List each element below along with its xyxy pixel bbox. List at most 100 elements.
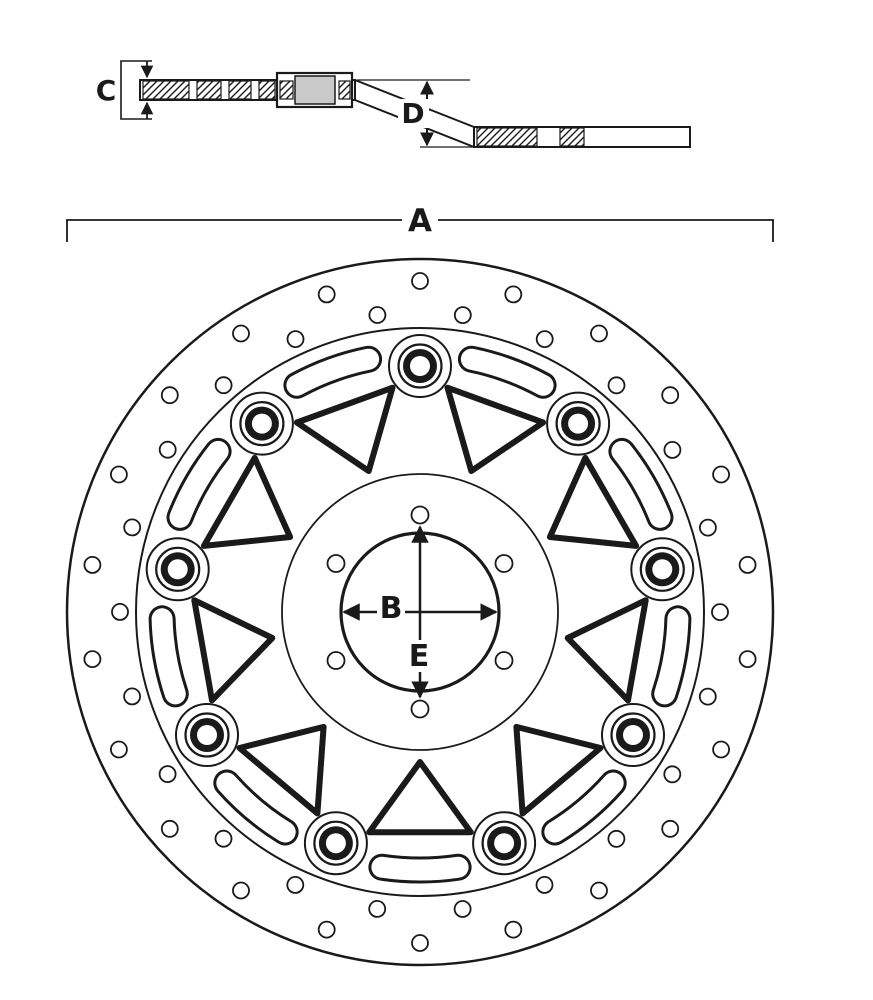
- hub-bolt-hole: [326, 554, 346, 573]
- dimension-a: A: [66, 203, 774, 242]
- section-hatch: [559, 127, 585, 147]
- button-center-hole: [167, 559, 188, 580]
- section-hatch: [142, 80, 190, 100]
- dim-d-label-bg: [398, 99, 429, 128]
- drilled-hole: [590, 324, 608, 343]
- carrier-window: [366, 759, 474, 836]
- drilled-hole: [411, 272, 429, 290]
- drilled-hole: [232, 324, 250, 343]
- relief-slot-inner: [611, 440, 671, 528]
- dimension-e: E: [405, 525, 433, 699]
- dimension-d: D: [398, 80, 478, 148]
- drilled-hole: [83, 556, 102, 574]
- dimension-a-label: A: [408, 203, 432, 239]
- drilled-hole: [535, 876, 554, 894]
- front-disc-view: B E A: [65, 203, 775, 967]
- drilled-hole: [286, 876, 305, 894]
- section-bobbin: [294, 75, 336, 105]
- hub-bolt-hole: [326, 651, 346, 670]
- carrier-window: [236, 723, 327, 817]
- drilled-hole: [160, 819, 179, 838]
- drilled-hole: [453, 306, 472, 325]
- relief-slot-inner: [544, 772, 624, 843]
- dim-e-label-bg: [405, 640, 433, 672]
- dimension-b-label: B: [380, 591, 403, 626]
- drilled-hole: [698, 687, 717, 706]
- floating-button: [229, 391, 294, 456]
- relief-slot-inner: [151, 608, 186, 705]
- section-hatch: [476, 127, 538, 147]
- relief-slot-inner: [216, 772, 296, 843]
- floating-buttons-group: [145, 334, 695, 876]
- button-center-hole: [652, 559, 673, 580]
- drilled-hole: [711, 603, 729, 621]
- dimension-b: B: [342, 591, 498, 626]
- button-center-hole: [197, 725, 217, 745]
- drilled-hole: [214, 829, 233, 848]
- drilled-hole: [590, 881, 608, 900]
- section-hatch: [338, 80, 351, 100]
- button-center-hole: [410, 356, 430, 376]
- carrier-window: [564, 597, 649, 704]
- drilled-hole: [504, 285, 523, 304]
- floating-button: [546, 391, 611, 456]
- floating-button: [303, 811, 368, 876]
- carrier-window: [200, 454, 294, 549]
- button-center-hole: [325, 833, 346, 854]
- carrier-window: [444, 384, 547, 474]
- brake-band-inner-edge: [135, 327, 705, 897]
- drilled-hole: [712, 465, 730, 484]
- button-center-hole: [568, 413, 589, 434]
- relief-slot-inner: [460, 348, 554, 396]
- cross-section-view: C D: [96, 60, 691, 148]
- carrier-window: [191, 597, 276, 704]
- dim-b-label-bg: [377, 592, 405, 624]
- drilled-hole: [738, 650, 757, 668]
- button-center-hole: [623, 725, 643, 745]
- section-hatch: [279, 80, 294, 100]
- drilled-hole: [158, 765, 177, 783]
- drilled-hole: [123, 518, 142, 537]
- floating-button: [175, 703, 239, 767]
- floating-button: [630, 537, 695, 602]
- hub-bolt-hole: [410, 699, 430, 719]
- drilled-hole: [607, 829, 626, 848]
- section-hatch: [258, 80, 276, 100]
- relief-slot-inner: [371, 856, 469, 881]
- drilled-hole: [661, 819, 680, 838]
- drilled-hole: [411, 934, 429, 952]
- drilled-hole: [368, 306, 387, 324]
- drilled-hole: [110, 465, 128, 484]
- drilled-hole: [535, 330, 554, 349]
- drilled-hole: [607, 376, 626, 395]
- relief-slots-group: [148, 345, 692, 884]
- carrier-window: [546, 454, 640, 549]
- drilled-hole: [111, 603, 129, 621]
- dimension-c-label: C: [96, 74, 117, 107]
- carrier-hub-edge: [281, 473, 559, 751]
- drilled-hole: [317, 285, 336, 304]
- dim-a-label-bg: [402, 203, 438, 236]
- drilled-hole: [453, 900, 472, 918]
- bolt-holes-group: [326, 505, 514, 719]
- drilled-hole: [214, 376, 233, 395]
- floating-button: [388, 334, 452, 398]
- drilled-hole: [368, 900, 387, 918]
- floating-button: [472, 811, 537, 876]
- drilled-hole: [160, 386, 179, 405]
- drilled-hole: [738, 556, 757, 574]
- carrier-window: [293, 384, 396, 474]
- floating-button: [601, 703, 665, 767]
- drilled-hole: [110, 740, 128, 759]
- drilled-holes-group: [83, 272, 757, 952]
- floating-button: [145, 537, 210, 602]
- section-hatch: [228, 80, 252, 100]
- relief-slot-inner: [654, 608, 689, 705]
- drilled-hole: [317, 920, 336, 939]
- drilled-hole: [699, 518, 717, 537]
- carrier-window: [513, 723, 604, 817]
- hub-bolt-hole: [410, 505, 430, 525]
- drilled-hole: [123, 687, 142, 706]
